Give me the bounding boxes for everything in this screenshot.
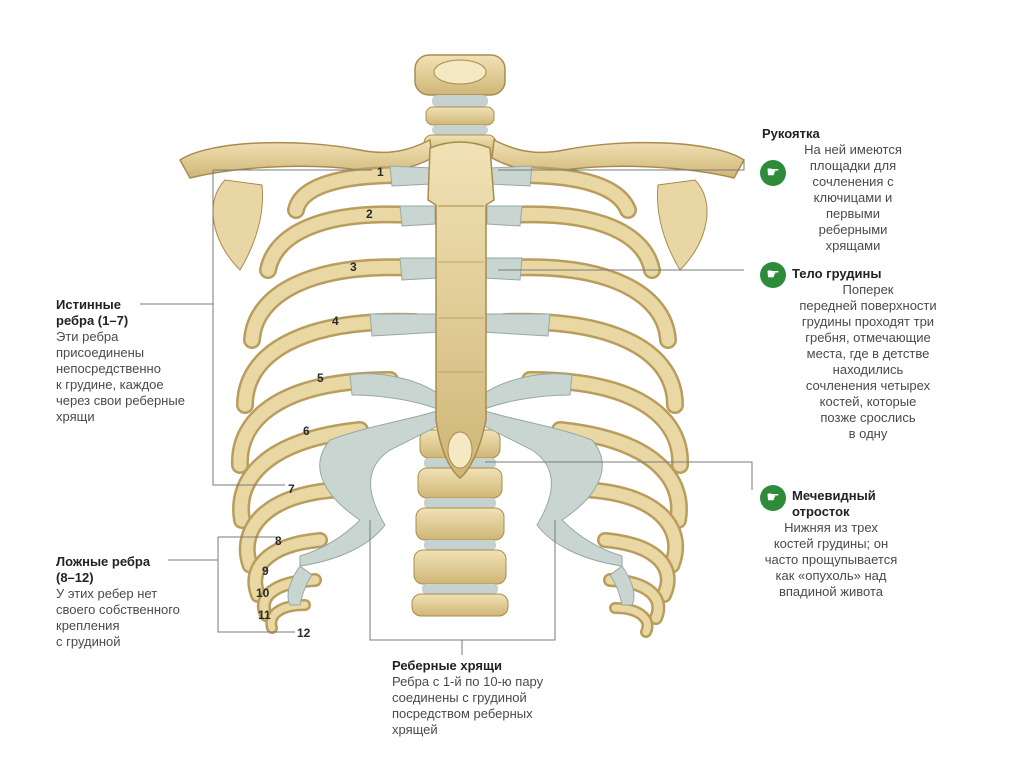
rib-number-8: 8 [275,534,282,548]
annotation-xiphoid: Мечевидный отросток Нижняя из трех косте… [756,488,906,600]
annotation-sternum-body-title: Тело грудины [792,266,882,281]
leader-lines [140,160,753,655]
thoracic-spine [411,429,509,617]
rib-number-3: 3 [350,260,357,274]
rib-number-5: 5 [317,371,324,385]
annotation-false-ribs-title: Ложные ребра (8–12) [56,554,151,585]
annotation-sternum-body-text: Поперек передней поверхности грудины про… [799,282,937,441]
rib-number-11: 11 [258,608,271,622]
hand-icon: ☛ [760,262,786,288]
costal-cartilages [287,165,635,606]
hand-icon: ☛ [760,485,786,511]
annotation-costal-cartilage: Реберные хрящи Ребра с 1-й по 10-ю пару … [392,658,592,738]
rib-number-12: 12 [297,626,311,640]
annotation-true-ribs-title: Истинные ребра (1–7) [56,297,129,328]
annotation-manubrium-text: На ней имеются площадки для сочленения с… [804,142,902,253]
rib-number-10: 10 [256,586,270,600]
annotation-true-ribs-text: Эти ребра присоединены непосредственно к… [56,329,185,424]
rib-number-4: 4 [332,314,339,328]
rib-number-labels: 1 2 3 4 5 6 7 8 9 10 11 12 [256,165,384,640]
annotation-false-ribs: Ложные ребра (8–12) У этих ребер нет сво… [56,554,206,650]
rib-number-6: 6 [303,424,310,438]
annotation-xiphoid-text: Нижняя из трех костей грудины; он часто … [764,520,898,599]
rib-number-1: 1 [377,165,384,179]
rib-number-9: 9 [262,564,269,578]
rib-number-2: 2 [366,207,373,221]
annotation-costal-cartilage-title: Реберные хрящи [392,658,502,673]
hand-icon: ☛ [760,160,786,186]
scapulae [212,179,708,271]
annotation-costal-cartilage-text: Ребра с 1-й по 10-ю пару соединены с гру… [392,674,544,737]
annotation-manubrium-title: Рукоятка [762,126,820,141]
annotation-true-ribs: Истинные ребра (1–7) Эти ребра присоедин… [56,297,206,425]
annotation-false-ribs-text: У этих ребер нет своего собственного кре… [56,586,180,649]
sternum [427,141,495,479]
annotation-sternum-body: Тело грудины Поперек передней поверхност… [792,266,944,442]
annotation-manubrium: Рукоятка На ней имеются площадки для соч… [762,126,910,254]
annotation-xiphoid-title: Мечевидный отросток [792,488,876,519]
rib-number-7: 7 [288,482,295,496]
ribs-right [496,166,690,638]
